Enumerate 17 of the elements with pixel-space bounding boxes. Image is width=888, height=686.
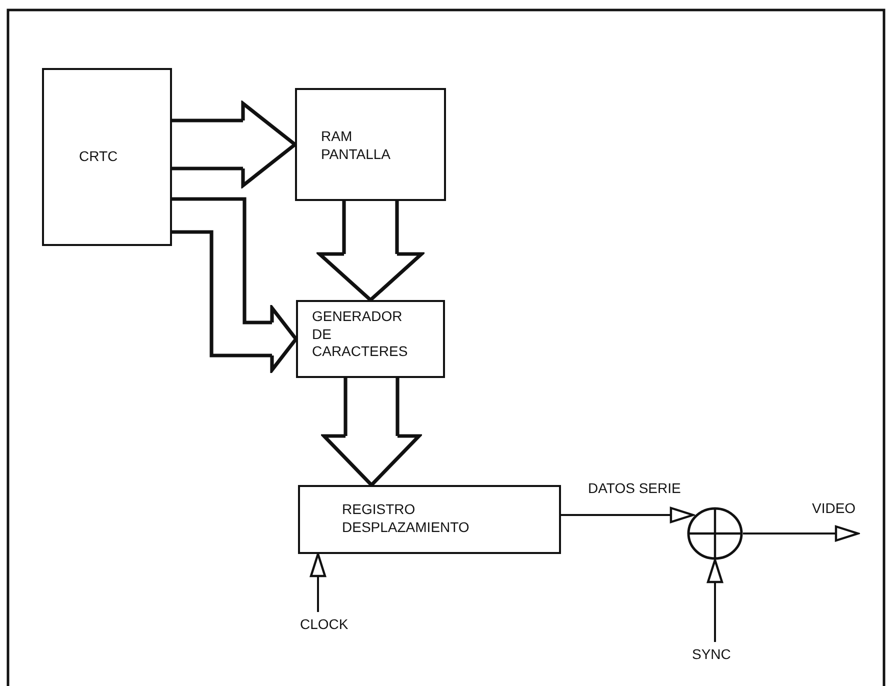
arrow [706, 558, 724, 642]
edge-label: DATOS SERIE [586, 480, 683, 496]
block-label: CRTC [79, 148, 118, 166]
summing-junction [687, 507, 743, 560]
block-label: GENERADOR DE CARACTERES [312, 308, 408, 360]
block-label: RAM PANTALLA [321, 128, 391, 163]
block-label: REGISTRO DESPLAZAMIENTO [342, 501, 470, 536]
arrow [743, 525, 860, 542]
signal-name: SYNC [692, 646, 731, 663]
edge-label: VIDEO [810, 500, 858, 516]
controller-box [42, 68, 172, 246]
shift-register-box [298, 485, 561, 554]
generator-box [296, 300, 445, 378]
signal-name: CLOCK [300, 616, 348, 633]
memory-box [295, 88, 446, 201]
arrow [310, 552, 326, 612]
arrow [561, 506, 694, 524]
